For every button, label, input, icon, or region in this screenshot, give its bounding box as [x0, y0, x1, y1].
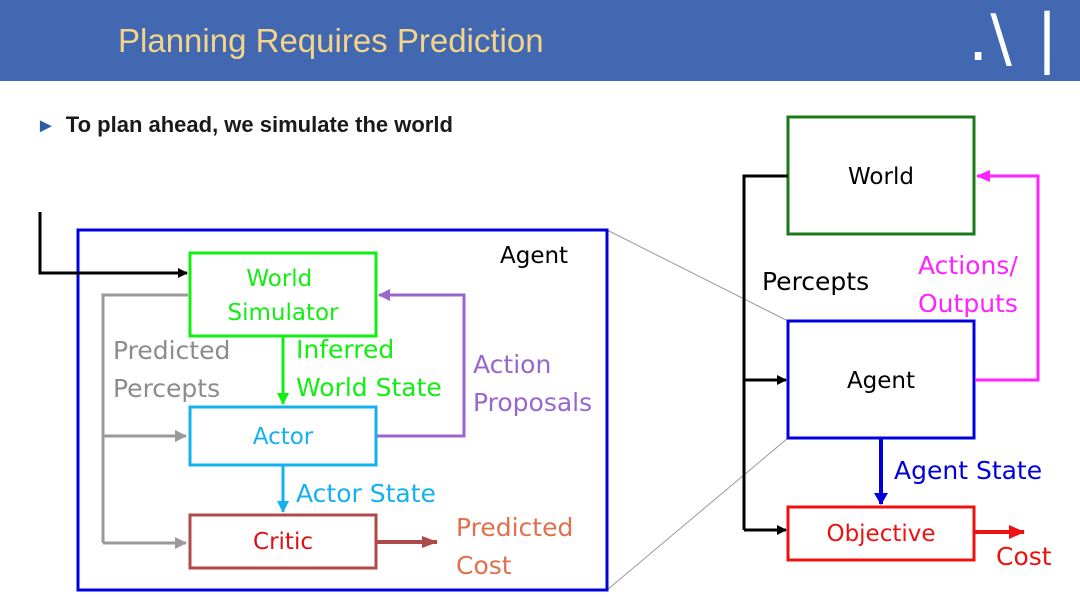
- percepts-line: [742, 174, 788, 530]
- action-proposals-line-1: Action: [473, 350, 551, 379]
- bullet-point: ► To plan ahead, we simulate the world: [36, 112, 453, 138]
- slide-title: Planning Requires Prediction: [118, 22, 544, 59]
- agent-container-box: [76, 228, 609, 592]
- predicted-percepts-line: [101, 293, 188, 543]
- agent-state-label: Agent State: [894, 456, 1042, 485]
- actions-outputs-arrow: [975, 170, 1040, 382]
- predicted-cost-line-1: Predicted: [456, 513, 573, 542]
- agent-box: [786, 319, 976, 440]
- action-proposals-label: Action Proposals: [473, 350, 592, 417]
- actions-outputs-line-2: Outputs: [918, 289, 1018, 318]
- zoom-line-top: [606, 229, 789, 322]
- inferred-world-state-line-1: Inferred: [296, 335, 394, 364]
- predicted-cost-line-2: Cost: [456, 551, 512, 580]
- bullet-arrow-icon: ►: [36, 115, 56, 137]
- objective-label: Objective: [826, 521, 935, 547]
- predicted-percepts-line-2: Percepts: [113, 374, 220, 403]
- action-proposals-line-2: Proposals: [473, 388, 592, 417]
- actor-state-label: Actor State: [296, 479, 436, 508]
- predicted-percepts-line-1: Predicted: [113, 336, 230, 365]
- percepts-label: Percepts: [762, 267, 869, 296]
- actions-outputs-line-1: Actions/: [918, 251, 1018, 280]
- inferred-world-state-label: Inferred World State: [296, 335, 442, 402]
- objective-box: [786, 505, 976, 562]
- agent-label: Agent: [847, 368, 915, 394]
- cost-label: Cost: [996, 542, 1052, 571]
- world-simulator-line-1: World: [246, 266, 312, 292]
- logo: .\ |: [968, 2, 1060, 76]
- actions-outputs-label: Actions/ Outputs: [918, 251, 1026, 318]
- actor-box: [188, 405, 378, 467]
- zoom-line-bottom: [606, 437, 789, 591]
- title-bar: Planning Requires Prediction .\ |: [0, 0, 1080, 81]
- action-proposals-arrow: [377, 289, 466, 438]
- world-label: World: [848, 164, 914, 190]
- actor-label: Actor: [253, 424, 314, 450]
- inferred-world-state-line-2: World State: [296, 373, 442, 402]
- world-simulator-label: World Simulator: [227, 266, 339, 326]
- predicted-percepts-label: Predicted Percepts: [113, 336, 238, 403]
- critic-box: [188, 513, 378, 570]
- world-simulator-box: [188, 251, 378, 338]
- input-arrow: [38, 212, 188, 278]
- bullet-text: To plan ahead, we simulate the world: [65, 112, 453, 137]
- critic-label: Critic: [253, 529, 313, 555]
- world-box: [786, 115, 976, 236]
- world-simulator-line-2: Simulator: [227, 300, 339, 326]
- predicted-cost-label: Predicted Cost: [456, 513, 581, 580]
- agent-container-label: Agent: [500, 243, 568, 269]
